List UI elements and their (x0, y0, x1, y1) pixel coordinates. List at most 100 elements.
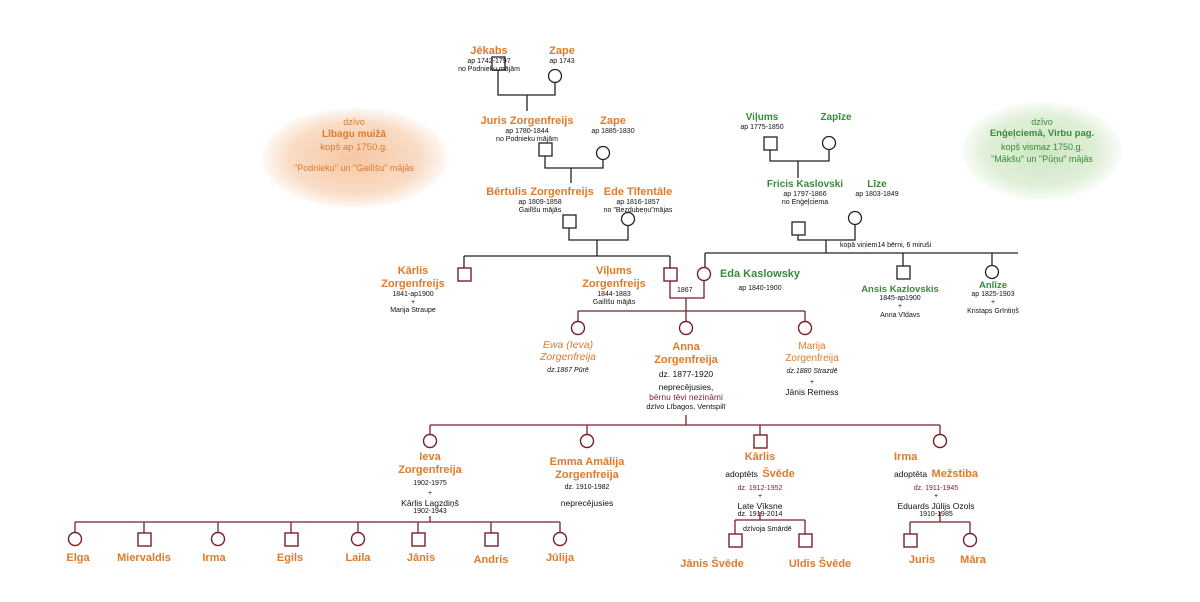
residence-place: Lībagu muižā (322, 129, 386, 141)
person-name: Ewa (Ieva) (542, 339, 594, 351)
spouse-name: Anna Vīdavs (880, 311, 920, 319)
person-dates: dz.1880 Strazdē (786, 367, 838, 375)
residence-since: kopš ap 1750.g. (320, 141, 388, 153)
person-origin: Gailīšu mājās (592, 299, 636, 307)
person-origin: no Enģeļciema (781, 199, 829, 207)
person-dates: dz. 1877-1920 (658, 368, 714, 379)
female-symbol (821, 135, 837, 151)
person-dates: ap 1775-1850 (740, 123, 784, 131)
person-dates: 1841-ap1900 (392, 290, 434, 298)
person-surname: Zorgenfreija (398, 463, 462, 476)
male-symbol (284, 532, 299, 547)
person-name: Jēkabs (470, 45, 508, 57)
person-surname: Zorgenfreijs (381, 277, 445, 290)
person-dates: ap 1816-1857 (616, 198, 660, 206)
person-name: Juris Zorgenfreijs (480, 115, 574, 127)
person-name: Zape (600, 115, 626, 127)
spouse-dates: 1910-1985 (919, 511, 953, 519)
person-marija-zorgenfreija: Marija Zorgenfreija dz.1880 Strazdē + Jā… (785, 341, 838, 397)
female-symbol (595, 145, 611, 161)
person-name: Ede Tīfentāle (603, 186, 673, 198)
female-symbol (932, 433, 948, 449)
person-eda-kaslowsky: Eda Kaslowsky ap 1840-1900 (720, 268, 800, 293)
grandchild-mara: Māra (960, 554, 986, 566)
person-name: Zape (549, 45, 575, 57)
person-origin: no "Bezdubeņu"mājas (603, 207, 673, 215)
marriage-plus: + (897, 303, 903, 311)
person-name: Marija (798, 341, 826, 352)
female-symbol (67, 531, 83, 547)
spouse-name: Marija Straupe (390, 307, 436, 315)
person-name: Viļums (745, 112, 779, 123)
female-symbol (847, 210, 863, 226)
marriage-plus: + (410, 299, 416, 307)
male-symbol (896, 265, 911, 280)
person-dates: ap 1797-1866 (783, 190, 827, 198)
person-origin: Gailīšu mājās (518, 207, 562, 215)
person-dates: 1844-1883 (597, 290, 631, 298)
person-dates: ap 1780-1844 (505, 127, 549, 135)
male-symbol (457, 267, 472, 282)
male-symbol (491, 56, 506, 71)
person-name: Bērtulis Zorgenfreijs (486, 186, 594, 198)
residence-label: dzīvo (343, 117, 365, 127)
marriage-plus: + (427, 490, 433, 498)
grandchild-juris: Juris (908, 554, 936, 566)
male-symbol (663, 267, 678, 282)
person-name: Kārlis (397, 265, 429, 277)
female-symbol (797, 320, 813, 336)
female-symbol (579, 433, 595, 449)
male-symbol (538, 142, 553, 157)
grandchild-irma: Irma (202, 552, 226, 564)
male-symbol (728, 533, 743, 548)
male-symbol (411, 532, 426, 547)
person-name: Zapīze (820, 112, 852, 123)
person-name: Līze (867, 179, 887, 190)
person-karlis-zorgenfreijs: Kārlis Zorgenfreijs 1841-ap1900 + Marija… (381, 265, 445, 316)
residence-since: kopš vismaz 1750.g. (1000, 141, 1084, 152)
person-dates: 1902-1975 (413, 479, 447, 487)
residence-houses: "Mākšu" un "Pūņu" mājās (991, 154, 1093, 165)
person-origin: no Podnieku mājām (458, 66, 520, 74)
person-bertulis: Bērtulis Zorgenfreijs ap 1809-1858 Gailī… (486, 186, 594, 215)
grandchild-julija: Jūlija (545, 552, 575, 564)
marriage-plus: + (757, 493, 763, 501)
person-irma-mezstiba: Irma adoptēta Mežstiba dz. 1911-1945 + E… (894, 451, 978, 520)
grandchild-andris: Andris (473, 554, 509, 566)
spouse-name: Eduards Jūlijs Ozols (897, 501, 975, 512)
male-symbol (753, 434, 768, 449)
left-residence-note: dzīvo Lībagu muižā kopš ap 1750.g. "Podn… (294, 116, 414, 175)
grandchild-janis-svede: Jānis Švēde (680, 558, 744, 570)
person-emma-zorgenfreija: Emma Amālija Zorgenfreija dz. 1910-1982 … (550, 456, 625, 508)
spouse-name: Kārlis Lagzdiņš (401, 498, 459, 509)
female-symbol (570, 320, 586, 336)
person-surname: Zorgenfreija (654, 353, 718, 366)
grandchild-elga: Elga (66, 552, 90, 564)
person-dates: dz.1867 Pūrē (547, 366, 589, 374)
grandchild-laila: Laila (345, 552, 371, 564)
grandchild-miervaldis: Miervaldis (117, 552, 171, 564)
person-dates: ap 1742-1797 (467, 57, 511, 65)
person-surname: Mežstiba (931, 467, 979, 480)
person-anna-zorgenfreija: Anna Zorgenfreija dz. 1877-1920 neprecēj… (646, 341, 725, 412)
female-symbol (210, 531, 226, 547)
engelciems-background-blob (962, 102, 1122, 200)
adoption-note: adoptēts (725, 468, 758, 479)
residence-smarde-note: dzīvoja Smārdē (743, 526, 792, 533)
person-vilums-g: Viļums ap 1775-1850 (740, 112, 783, 132)
person-vilums-zorgenfreijs: Viļums Zorgenfreijs 1844-1883 Gailīšu mā… (582, 265, 646, 307)
marriage-year-note: 1867 (677, 287, 693, 294)
grandchild-uldis-svede: Uldis Švēde (788, 558, 852, 570)
female-symbol (678, 320, 694, 336)
female-symbol (696, 266, 712, 282)
female-symbol (962, 532, 978, 548)
person-note: bērnu tēvi nezināmi (649, 391, 723, 402)
person-ieva-zorgenfreija: Ieva Zorgenfreija 1902-1975 + Kārlis Lag… (398, 451, 462, 517)
female-symbol (547, 68, 563, 84)
person-name: Irma (893, 451, 918, 463)
person-ewa-zorgenfreija: Ewa (Ieva) Zorgenfreija dz.1867 Pūrē (540, 339, 596, 375)
person-name: Anna (672, 341, 700, 353)
female-symbol (620, 211, 636, 227)
person-dates: 1845-ap1900 (879, 295, 921, 303)
